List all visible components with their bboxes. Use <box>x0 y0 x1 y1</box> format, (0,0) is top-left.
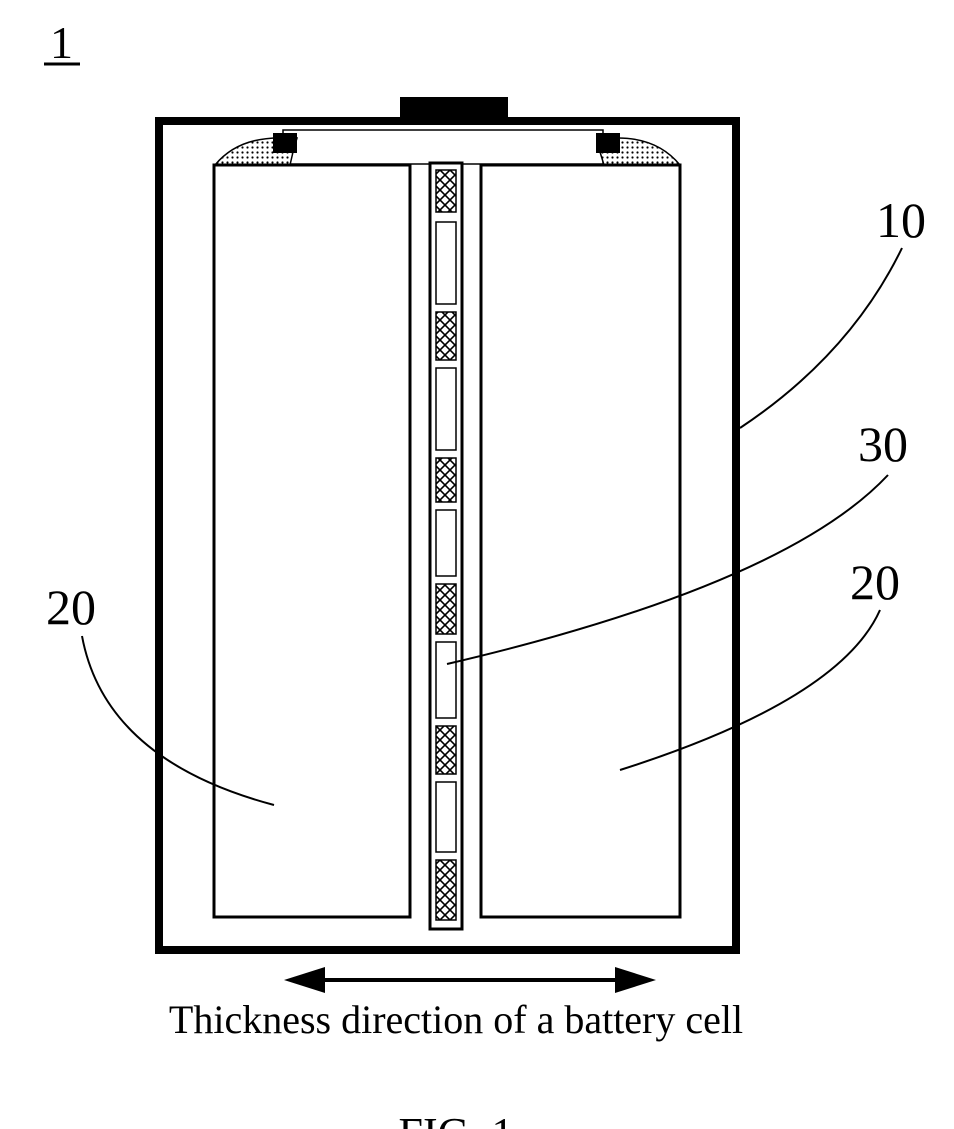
battery-cell-left <box>214 165 410 917</box>
figure-caption: FIG. 1 <box>399 1109 514 1129</box>
tab-connector-right-block <box>596 133 620 153</box>
thickness-direction-arrow <box>284 967 656 993</box>
cell-left-label: 20 <box>46 579 96 635</box>
housing-label: 10 <box>876 192 926 248</box>
top-cover-inner-plate <box>283 130 603 164</box>
top-terminal <box>400 97 508 122</box>
assembly-ref-label: 1 <box>50 17 73 68</box>
cell-right-label: 20 <box>850 554 900 610</box>
separator-member <box>430 163 462 929</box>
battery-cell-right <box>481 165 680 917</box>
separator-label: 30 <box>858 416 908 472</box>
tab-connector-left-block <box>273 133 297 153</box>
direction-caption: Thickness direction of a battery cell <box>169 997 743 1042</box>
housing-leader-line <box>740 248 902 428</box>
